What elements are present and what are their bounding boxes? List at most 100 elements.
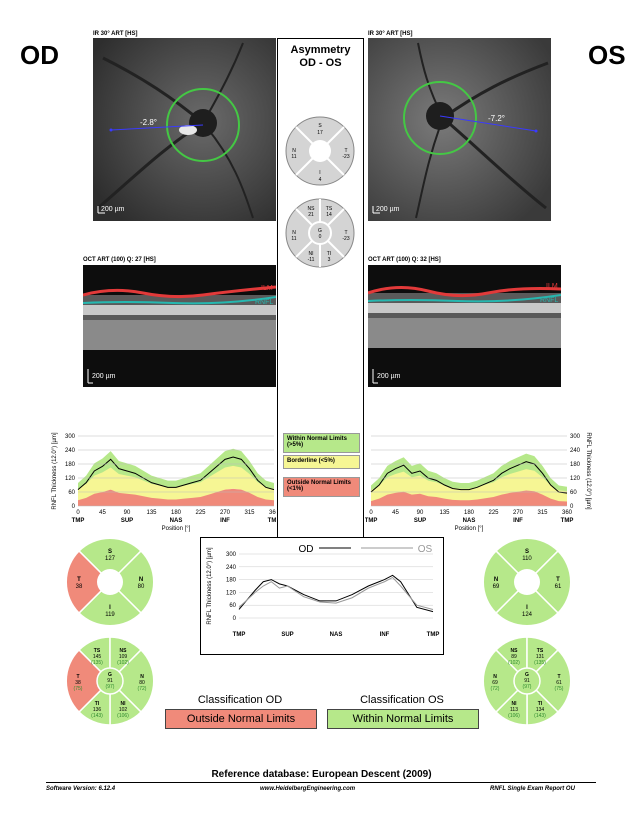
cmp-sector-label: SUP [281,632,293,638]
od-xtick: 45 [99,510,106,516]
os-ytick: 0 [570,504,574,510]
od6-n-ref: (72) [138,686,147,692]
od6-n-value: 80 [139,680,145,686]
os6-ni-value: 113 [510,707,518,713]
os-xtick: 45 [392,510,399,516]
od-sector-label: TMP [72,518,85,524]
od-sector-label: INF [220,518,230,524]
footer-report: RNFL Single Exam Report OU [490,786,575,792]
asym2-ni-value: -11 [308,257,315,263]
od6-ts-value: 145 [93,654,102,660]
asym2-n-label: N [292,230,296,236]
os6-t-value: 61 [556,680,562,686]
os-i-value: 124 [522,612,533,618]
asym2-ns-value: 21 [308,212,314,218]
od6-ti-label: TI [95,701,100,707]
os-s-value: 110 [522,556,532,562]
os6-t-ref: (75) [555,686,564,692]
od-ytick: 0 [72,504,76,510]
os6-g-value: 91 [524,678,530,684]
od-n-label: N [139,577,143,583]
cmp-ytick: 240 [226,565,237,571]
cmp-line-od [238,574,434,613]
os6-n-label: N [493,674,497,680]
os-t-value: 61 [555,584,562,590]
cmp-legend-os: OS [418,544,433,555]
os6-g-label: G [525,672,529,678]
od-xlabel: Position [°] [162,526,191,532]
os-sector-label: NAS [463,518,476,524]
od6-ni-label: NI [121,701,127,707]
asym2-g-label: G [318,228,322,234]
cmp-sector-label: NAS [330,632,343,638]
od-sector-label: TMP [268,518,276,524]
os6-ni-ref: (106) [508,713,520,719]
os6-ns-label: NS [511,648,519,654]
asym2-t-value: -23 [342,236,349,242]
os6-ti-ref: (143) [534,713,546,719]
od-xtick: 0 [76,510,80,516]
od6-ns-value: 109 [119,654,128,660]
asymmetry-title-line1: Asymmetry [290,44,351,56]
od-n-value: 80 [138,584,145,590]
asym2-ti-label: TI [327,251,331,257]
od-outside-band [78,488,274,506]
asymmetry-circle-6sector: NS 21 TS 14 N 11 G 0 T -23 NI -11 TI 3 [285,198,355,268]
od6-ni-value: 102 [119,707,128,713]
os-sector-circle-4: S 110 N 69 T 61 I 124 [483,538,571,626]
os-sector-label: TMP [561,518,574,524]
od-sector-circle-4: S 127 N 80 T 38 I 119 [66,538,154,626]
od-thickness-line [77,456,275,491]
asym1-s-label: S [318,123,322,129]
legend-within: Within Normal Limits (>5%) [283,433,360,453]
asym2-ns-label: NS [308,206,316,212]
od-ir-scale: 200 µm [101,206,125,213]
od-borderline-band [78,465,274,502]
od-xtick: 360 [269,510,276,516]
os-i-label: I [526,605,528,611]
cmp-line-os [238,576,434,610]
od6-t-ref: (75) [74,686,83,692]
cmp-ytick: 300 [226,552,237,558]
os6-t-label: T [557,674,560,680]
os6-ti-value: 134 [536,707,545,713]
os-xlabel: Position [°] [455,526,484,532]
os-oct-image: ILM RNFL 200 µm [368,265,561,387]
footer-url[interactable]: www.HeidelbergEngineering.com [260,786,356,792]
asym1-t-label: T [344,148,347,154]
od-thickness-chart: 06012018024030004590135180225270315360TM… [52,432,276,532]
od-oct-scale: 200 µm [92,373,116,380]
os-eye-label: OS [588,40,626,70]
od-xtick: 315 [244,510,255,516]
footer-divider [46,782,596,783]
od-ytick: 300 [65,434,76,440]
od-ytick: 120 [65,476,76,482]
asym1-i-value: 4 [319,177,322,183]
os6-ts-label: TS [537,648,544,654]
os-xtick: 0 [369,510,373,516]
footer-software: Software Version: 6.12.4 [46,786,116,792]
legend-outside-label: Outside Normal Limits [287,480,352,486]
os-ytick: 180 [570,462,581,468]
cmp-ytick: 60 [229,603,236,609]
asym1-n-value: 11 [291,154,296,160]
asym1-t-value: -23 [342,154,349,160]
os-xtick: 135 [439,510,450,516]
os6-n-value: 69 [492,680,498,686]
od6-t-value: 38 [75,680,81,686]
reference-database: Reference database: European Descent (20… [211,769,432,780]
os-oct-header: OCT ART (100) Q: 32 [HS] [368,257,441,263]
asym2-ts-label: TS [326,206,333,212]
od-fundus-image: -2.8° 200 µm [93,38,276,221]
od-s-value: 127 [105,556,116,562]
cmp-sector-label: TMP [233,632,246,638]
asymmetry-circle-4sector: S 17 N 11 T -23 I 4 [285,116,355,186]
os-outside-band [371,490,567,506]
os-sector-circle-6: NS 89 (102) TS 131 (135) N 69 (72) G 91 … [483,637,571,725]
os-borderline-band [371,469,567,504]
od6-g-label: G [108,672,112,678]
asym1-i-label: I [319,170,320,176]
os6-ts-value: 131 [536,654,545,660]
od-t-label: T [77,577,81,583]
